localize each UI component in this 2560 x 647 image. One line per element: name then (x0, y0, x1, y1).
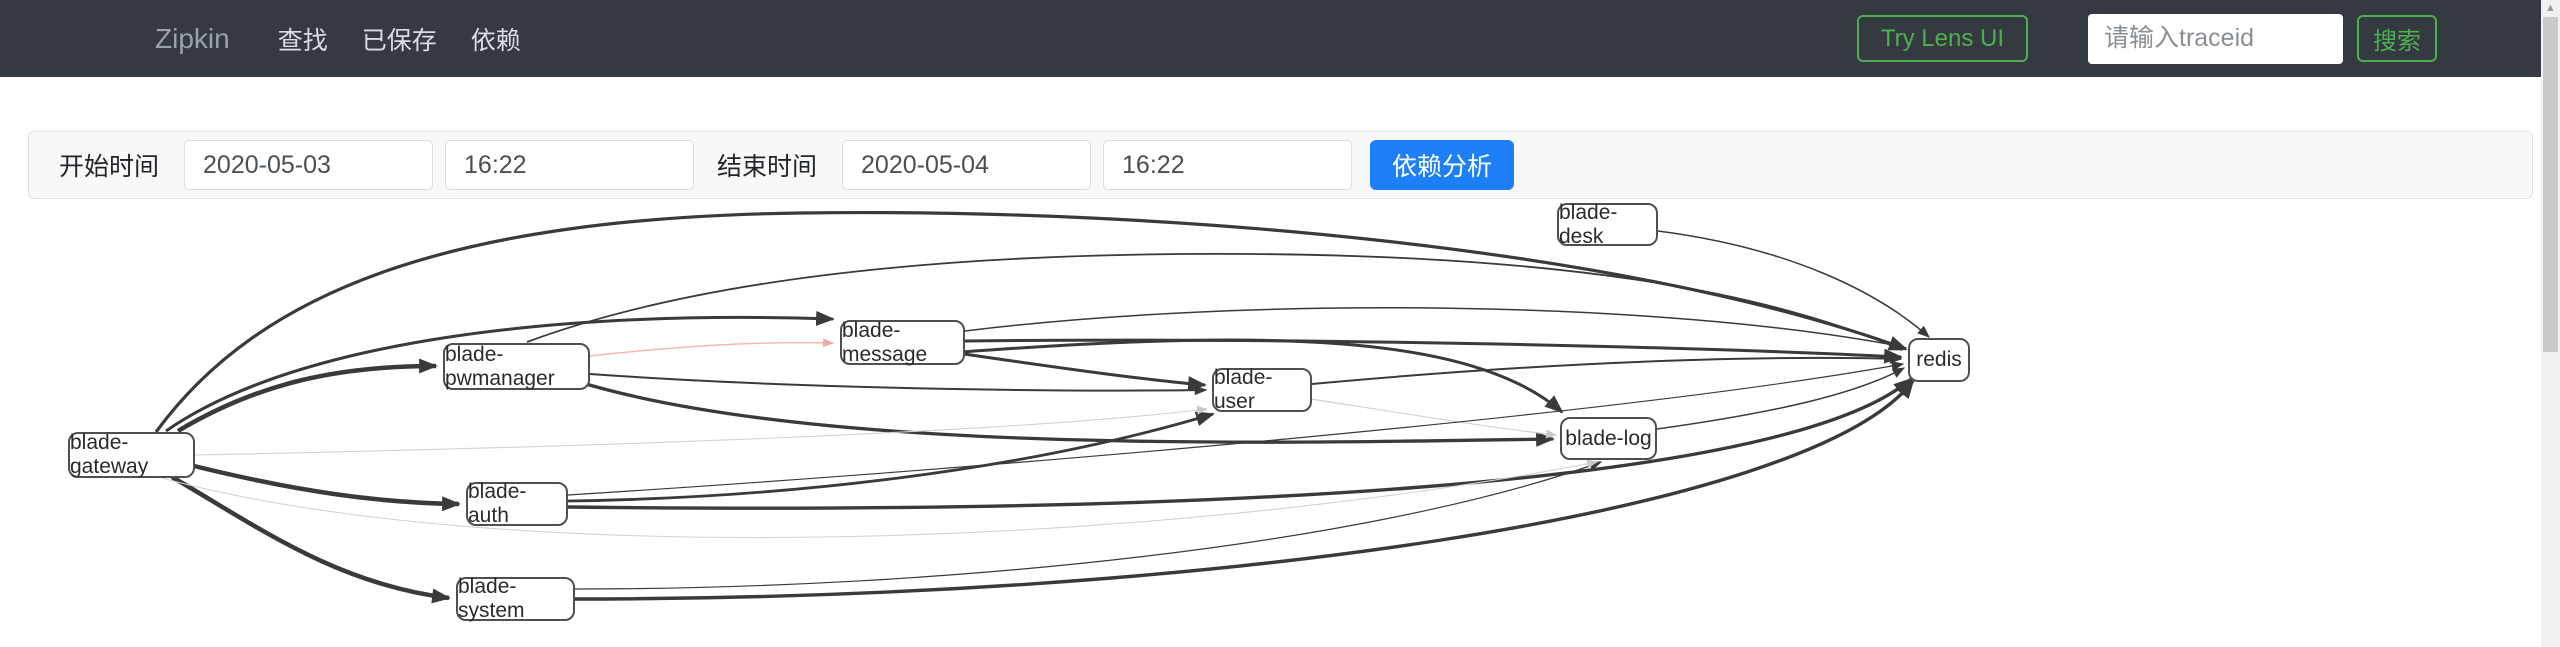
edge-blade-log-to-redis (1656, 367, 1906, 430)
edge-blade-gateway-to-blade-pwmanager (176, 358, 438, 433)
edge-blade-system-to-blade-log (574, 461, 1603, 590)
scroll-up-arrow-icon[interactable]: ▲ (2545, 2, 2556, 14)
traceid-search-input[interactable] (2088, 13, 2343, 64)
edge-blade-pwmanager-to-blade-log (585, 382, 1555, 447)
nav-link-dependencies[interactable]: 依赖 (470, 26, 521, 55)
edge-blade-pwmanager-to-blade-user (589, 373, 1208, 396)
end-time-input[interactable] (1103, 140, 1353, 190)
brand-zipkin[interactable]: Zipkin (155, 22, 230, 54)
search-button[interactable]: 搜索 (2357, 15, 2437, 62)
edge-blade-gateway-to-blade-system (170, 475, 451, 604)
date-range-toolbar: 开始时间 结束时间 依赖分析 (28, 131, 2533, 199)
try-lens-ui-button[interactable]: Try Lens UI (1856, 15, 2028, 62)
start-time-input[interactable] (445, 140, 695, 190)
graph-node-blade-message[interactable]: blade-message (840, 319, 965, 366)
edge-blade-message-to-redis (964, 307, 1906, 350)
nav-link-saved[interactable]: 已保存 (361, 26, 437, 55)
end-time-label: 结束时间 (717, 153, 818, 181)
graph-node-redis[interactable]: redis (1908, 338, 1970, 382)
nav-links: 查找 已保存 依赖 (278, 21, 521, 57)
start-date-input[interactable] (184, 140, 434, 190)
dependency-analysis-button[interactable]: 依赖分析 (1370, 140, 1515, 190)
edge-blade-desk-to-redis (1657, 230, 1930, 338)
edge-blade-auth-to-blade-user (567, 411, 1215, 503)
start-time-label: 开始时间 (59, 153, 160, 181)
edge-blade-gateway-to-blade-log (161, 459, 1599, 539)
navbar-right: Try Lens UI 搜索 (1856, 13, 2437, 64)
edge-blade-user-to-blade-log (1310, 398, 1558, 439)
edge-blade-gateway-to-blade-user (194, 405, 1209, 456)
graph-node-blade-user[interactable]: blade-user (1212, 366, 1312, 413)
vertical-scrollbar[interactable]: ▲ (2541, 0, 2560, 647)
nav-link-find[interactable]: 查找 (277, 26, 328, 55)
graph-node-blade-log[interactable]: blade-log (1560, 417, 1657, 460)
end-date-input[interactable] (842, 140, 1092, 190)
edge-blade-user-to-redis (1311, 353, 1903, 385)
graph-node-blade-auth[interactable]: blade-auth (466, 480, 568, 527)
edge-blade-pwmanager-to-redis (526, 252, 1904, 351)
graph-node-blade-pwmanager[interactable]: blade-pwmanager (443, 343, 590, 390)
scrollbar-thumb[interactable] (2543, 17, 2558, 352)
navbar: Zipkin 查找 已保存 依赖 Try Lens UI 搜索 (0, 0, 2541, 77)
edge-blade-gateway-to-blade-auth (193, 463, 461, 512)
graph-node-blade-system[interactable]: blade-system (456, 575, 575, 622)
edge-blade-message-to-redis (964, 338, 1903, 364)
graph-node-blade-gateway[interactable]: blade-gateway (68, 431, 195, 478)
edge-blade-pwmanager-to-blade-message (589, 338, 835, 357)
edge-blade-message-to-blade-user (963, 352, 1207, 392)
graph-node-blade-desk[interactable]: blade-desk (1557, 201, 1658, 248)
